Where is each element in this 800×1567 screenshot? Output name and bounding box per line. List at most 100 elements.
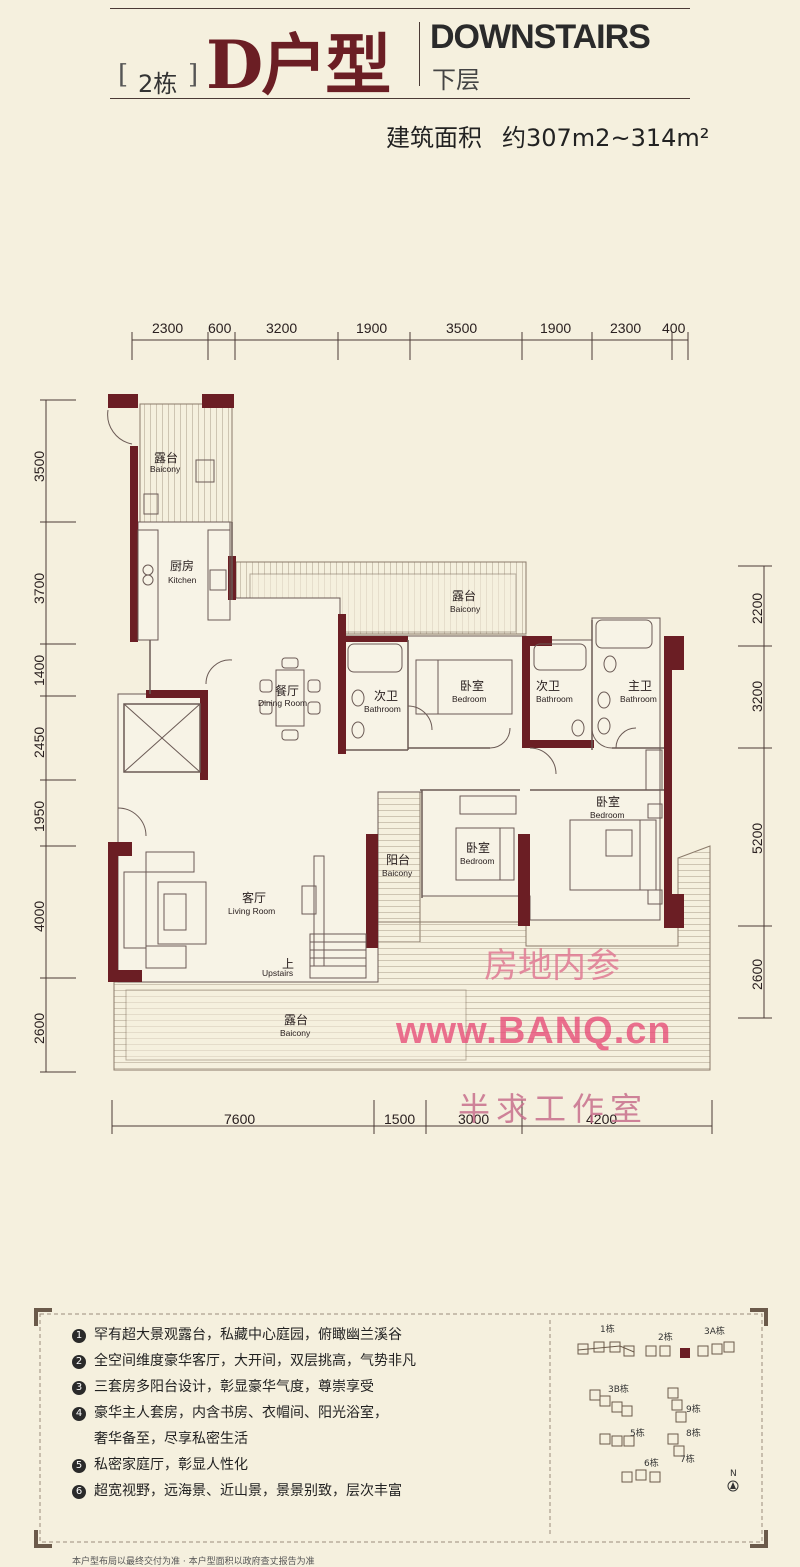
walls (108, 394, 684, 982)
building-bracket-left: [ (118, 60, 129, 90)
feature-text: 私密家庭厅，彰显人性化 (94, 1457, 248, 1473)
stairs (309, 933, 367, 979)
site-label-3a: 3A栋 (704, 1325, 725, 1337)
label-living-en: Living Room (228, 906, 275, 916)
dim-bottom-2: 1500 (384, 1111, 415, 1127)
kitchen-counters (137, 459, 231, 641)
dim-bottom-4: 4200 (586, 1111, 617, 1127)
label-bed1-en: Bedroom (452, 694, 487, 704)
dim-left-4: 2450 (31, 727, 47, 758)
dim-top-1: 2300 (152, 320, 183, 336)
label-kitchen: 厨房 (170, 558, 194, 573)
dim-right-1: 2200 (749, 593, 765, 624)
label-balcony-top: 露台 (154, 450, 178, 465)
label-bed2: 卧室 (466, 840, 490, 855)
label-dining: 餐厅 (275, 683, 299, 698)
label-master-bed: 卧室 (596, 794, 620, 809)
dim-left-3: 1400 (31, 655, 47, 686)
dim-top-2: 600 (208, 320, 232, 336)
feature-item-continued: 奢华备至，尽享私密生活 (72, 1426, 542, 1452)
top-dimensions: 2300 600 3200 1900 3500 1900 2300 400 (131, 320, 689, 360)
bottom-dimensions: 7600 1500 3000 4200 (111, 1100, 713, 1134)
floor-plan: 2300 600 3200 1900 3500 1900 2300 400 35… (31, 320, 772, 1134)
terrace-top-deck (139, 403, 233, 523)
left-dimensions: 3500 3700 1400 2450 1950 4000 2600 (31, 399, 76, 1073)
feature-number: 3 (72, 1381, 86, 1395)
watermark-url: www.BANQ.cn (396, 1010, 672, 1052)
label-master-bed-en: Bedroom (590, 810, 625, 820)
dim-top-6: 1900 (540, 320, 571, 336)
label-master-bath-en: Bathroom (620, 694, 657, 704)
header-top-rule (110, 8, 690, 9)
label-stairs: 上 (282, 957, 294, 971)
right-dimensions: 2200 3200 5200 2600 (738, 565, 772, 1019)
feature-text: 奢华备至，尽享私密生活 (94, 1431, 248, 1447)
header-bottom-rule (110, 98, 690, 99)
feature-text: 豪华主人套房，内含书房、衣帽间、阳光浴室， (94, 1405, 388, 1421)
site-label-2: 2栋 (658, 1331, 673, 1343)
site-label-6: 6栋 (644, 1457, 659, 1469)
building-label: 2栋 (138, 70, 178, 98)
dim-right-4: 2600 (749, 959, 765, 990)
site-label-5: 5栋 (630, 1427, 645, 1439)
feature-number: 5 (72, 1459, 86, 1473)
label-bath1: 次卫 (374, 689, 398, 703)
site-label-7: 7栋 (680, 1453, 695, 1465)
feature-text: 三套房多阳台设计，彰显豪华气度，尊崇享受 (94, 1379, 374, 1395)
feature-item: 5 私密家庭厅，彰显人性化 (72, 1452, 542, 1478)
dim-left-5: 1950 (31, 801, 47, 832)
feature-item: 6 超宽视野，远海景、近山景，景景别致，层次丰富 (72, 1478, 542, 1504)
watermark-line1: 房地内参 (484, 946, 620, 986)
label-terrace-mid-en: Baicony (450, 604, 481, 614)
dim-left-2: 3700 (31, 573, 47, 604)
north-arrow-icon: N (727, 1469, 739, 1492)
dim-top-7: 2300 (610, 320, 641, 336)
svg-text:N: N (730, 1469, 737, 1479)
dim-bottom-1: 7600 (224, 1111, 255, 1127)
watermark-studio: 半求工作室 (458, 1090, 649, 1128)
site-plan: 1栋 2栋 3A栋 3B栋 9栋 5栋 8栋 7栋 6栋 N (577, 1323, 739, 1492)
site-label-9: 9栋 (686, 1403, 701, 1415)
dim-top-5: 3500 (446, 320, 477, 336)
door-swings (107, 409, 637, 837)
feature-box-frame (34, 1308, 768, 1548)
dim-right-3: 5200 (749, 823, 765, 854)
label-yangtai: 阳台 (386, 852, 410, 867)
site-label-8: 8栋 (686, 1427, 701, 1439)
feature-number: 6 (72, 1485, 86, 1499)
area-label: 建筑面积 (386, 124, 482, 152)
unit-type-title: D户型 (206, 26, 391, 104)
title-divider (419, 22, 420, 86)
bathroom-fixtures (347, 619, 663, 791)
label-terrace-bottom: 露台 (284, 1012, 308, 1027)
terrace-bottom-inner (125, 989, 467, 1061)
bedroom-furniture (415, 659, 663, 905)
dim-bottom-3: 3000 (458, 1111, 489, 1127)
dim-right-2: 3200 (749, 681, 765, 712)
living-furniture (123, 851, 325, 969)
site-label-1: 1栋 (600, 1323, 615, 1335)
dim-left-1: 3500 (31, 451, 47, 482)
label-balcony-top-en: Baicony (150, 464, 181, 474)
area-value: 约307m2~314m² (502, 124, 710, 152)
label-dining-en: Dining Room (258, 698, 307, 708)
feature-number: 1 (72, 1329, 86, 1343)
site-label-3b: 3B栋 (608, 1383, 629, 1395)
label-living: 客厅 (242, 890, 266, 905)
label-yangtai-en: Baicony (382, 868, 413, 878)
label-bed1: 卧室 (460, 678, 484, 693)
feature-text: 全空间维度豪华客厅，大开间，双层挑高，气势非凡 (94, 1353, 416, 1369)
feature-text: 超宽视野，远海景、近山景，景景别致，层次丰富 (94, 1483, 402, 1499)
level-english: DOWNSTAIRS (430, 18, 651, 56)
label-master-bath: 主卫 (628, 679, 652, 693)
label-bath2: 次卫 (536, 679, 560, 693)
dim-left-6: 4000 (31, 901, 47, 932)
label-stairs-en: Upstairs (262, 968, 293, 978)
dim-top-3: 3200 (266, 320, 297, 336)
label-bed2-en: Bedroom (460, 856, 495, 866)
feature-item: 3 三套房多阳台设计，彰显豪华气度，尊崇享受 (72, 1374, 542, 1400)
